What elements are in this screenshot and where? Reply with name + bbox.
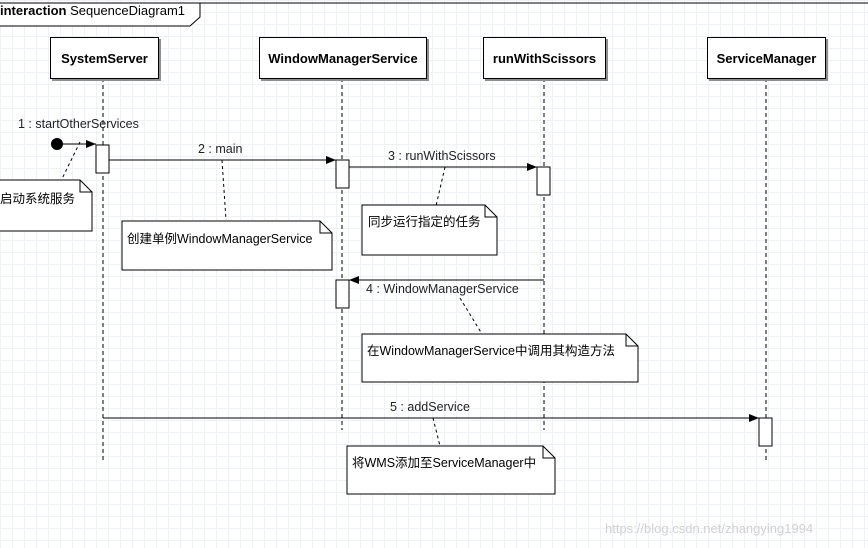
lifeline-label: ServiceManager — [716, 50, 817, 66]
activation-service-manager — [758, 417, 773, 447]
note-box-3-fold — [484, 205, 497, 218]
frame-name: SequenceDiagram1 — [70, 3, 185, 18]
note-box-3 — [361, 204, 498, 256]
note-box-2 — [121, 220, 333, 271]
note-box-4-fold — [625, 334, 638, 347]
activation-wms-1 — [335, 159, 350, 189]
lifeline-header-service-manager[interactable]: ServiceManager — [707, 37, 826, 79]
note-anchor-1 — [57, 141, 81, 188]
note-text-4: 在WindowManagerService中调用其构造方法 — [367, 344, 615, 358]
note-anchor-3 — [435, 166, 446, 207]
note-text-1: 启动系统服务 — [0, 192, 76, 206]
frame-label: interaction SequenceDiagram1 — [0, 3, 185, 18]
note-anchor-2 — [221, 159, 227, 221]
note-text-3: 同步运行指定的任务 — [368, 215, 481, 229]
lifeline-header-window-manager-service[interactable]: WindowManagerService — [259, 37, 427, 79]
lifeline-label: WindowManagerService — [268, 50, 418, 66]
lifeline-header-system-server[interactable]: SystemServer — [50, 37, 159, 79]
note-text-5: 将WMS添加至ServiceManager中 — [352, 456, 537, 470]
note-box-2-fold — [319, 221, 332, 234]
message-label-1: 1 : startOtherServices — [18, 117, 139, 131]
note-text-2: 创建单例WindowManagerService — [127, 232, 313, 246]
message-label-5: 5 : addService — [390, 400, 470, 414]
activation-system-server — [95, 144, 110, 174]
watermark-text: https://blog.csdn.net/zhangying1994 — [605, 521, 814, 536]
initial-node — [51, 138, 63, 150]
message-label-2: 2 : main — [198, 142, 243, 156]
note-box-1-fold — [79, 180, 92, 193]
lifeline-header-run-with-scissors[interactable]: runWithScissors — [483, 37, 606, 79]
note-box-5-fold — [542, 446, 555, 459]
activation-run-with-scissors — [536, 166, 551, 196]
note-anchor-4 — [459, 297, 483, 335]
message-label-4: 4 : WindowManagerService — [366, 282, 519, 296]
activation-wms-2 — [335, 279, 350, 309]
note-box-1 — [0, 179, 93, 232]
frame-tab — [0, 2, 201, 27]
lifeline-label: SystemServer — [61, 50, 148, 66]
frame-keyword: interaction — [0, 3, 67, 18]
note-box-5 — [346, 445, 556, 495]
note-anchor-5 — [432, 417, 441, 447]
lifeline-label: runWithScissors — [492, 50, 597, 66]
message-label-3: 3 : runWithScissors — [388, 149, 496, 163]
note-box-4 — [361, 333, 639, 383]
